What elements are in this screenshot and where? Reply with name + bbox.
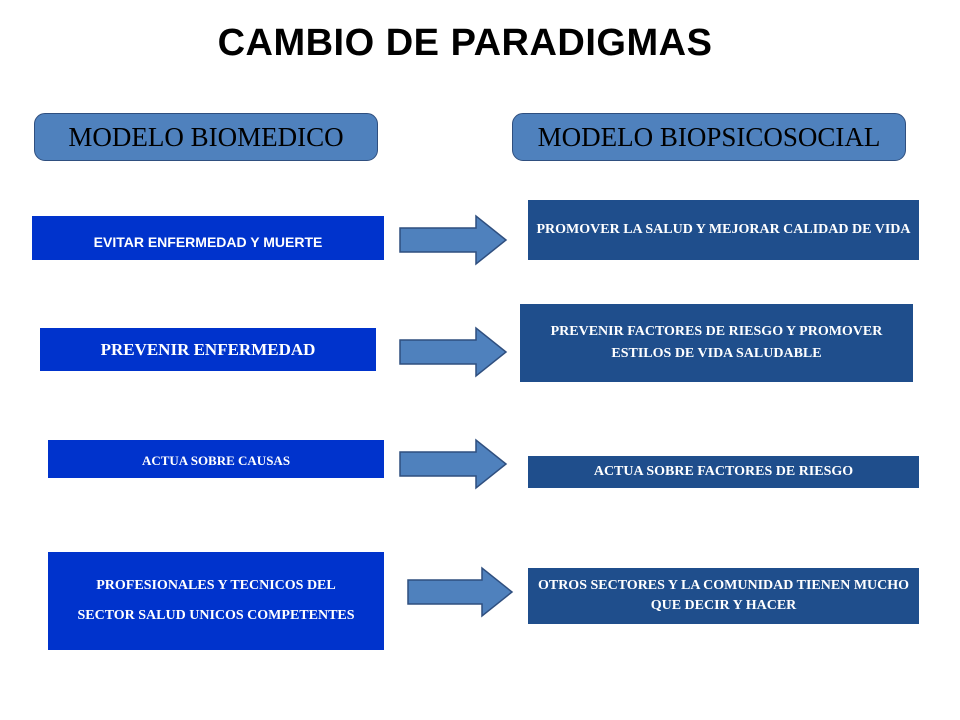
biomedico-box-4: PROFESIONALES Y TECNICOS DEL SECTOR SALU… (48, 552, 384, 650)
biopsicosocial-box-1: PROMOVER LA SALUD Y MEJORAR CALIDAD DE V… (528, 200, 919, 260)
arrow-right-icon (399, 214, 508, 266)
header-modelo-biomedico: MODELO BIOMEDICO (34, 113, 378, 161)
biopsicosocial-box-2: PREVENIR FACTORES DE RIESGO Y PROMOVER E… (520, 304, 913, 382)
arrow-right-icon (399, 326, 508, 378)
arrow-right-icon (399, 438, 508, 490)
biomedico-box-1: EVITAR ENFERMEDAD Y MUERTE (32, 216, 384, 260)
page-title: CAMBIO DE PARADIGMAS (217, 22, 713, 64)
arrow-right-icon (407, 566, 514, 618)
biomedico-box-3: ACTUA SOBRE CAUSAS (48, 440, 384, 478)
header-modelo-biopsicosocial: MODELO BIOPSICOSOCIAL (512, 113, 906, 161)
biomedico-box-2: PREVENIR ENFERMEDAD (40, 328, 376, 371)
biopsicosocial-box-4: OTROS SECTORES Y LA COMUNIDAD TIENEN MUC… (528, 568, 919, 624)
biopsicosocial-box-3: ACTUA SOBRE FACTORES DE RIESGO (528, 456, 919, 488)
